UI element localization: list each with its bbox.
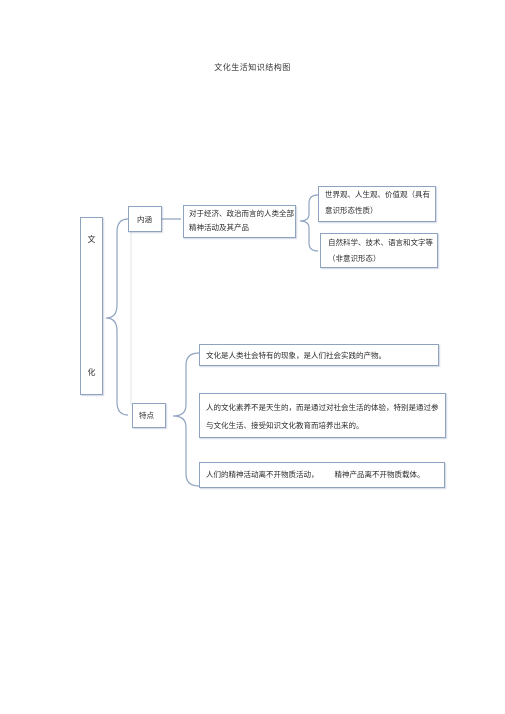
connotation-definition: 对于经济、政治而言的人类全部精神活动及其产品 bbox=[183, 205, 296, 238]
diagram-title: 文化生活知识结构图 bbox=[214, 63, 291, 72]
connotation-label: 内涵 bbox=[128, 206, 162, 232]
root-char-1: 文 bbox=[87, 235, 96, 244]
feature-item-3-part1: 人们的精神活动离不开物质活动， bbox=[206, 470, 319, 479]
connotation-item-ideology: 世界观、人生观、价值观（具有意识形态性质） bbox=[318, 186, 436, 222]
root-char-2: 化 bbox=[87, 368, 96, 377]
feature-item-3-part2: 精神产品离不开物质载体。 bbox=[334, 470, 425, 479]
root-brace bbox=[105, 218, 129, 416]
feature-item-3: 人们的精神活动离不开物质活动， 精神产品离不开物质载体。 bbox=[199, 462, 445, 488]
features-brace bbox=[172, 352, 200, 487]
feature-item-2: 人的文化素养不是天生的，而是通过对社会生活的体验，特别是通过参与文化生活、接受知… bbox=[199, 393, 446, 438]
features-label: 特点 bbox=[132, 403, 166, 428]
connotation-item-non-ideology: 自然科学、技术、语言和文字等（非意识形态） bbox=[320, 233, 438, 268]
root-culture-box: 文 化 bbox=[80, 217, 103, 395]
feature-item-1: 文化是人类社会特有的现象，是人们社会实践的产物。 bbox=[199, 344, 439, 366]
definition-brace bbox=[299, 194, 319, 252]
